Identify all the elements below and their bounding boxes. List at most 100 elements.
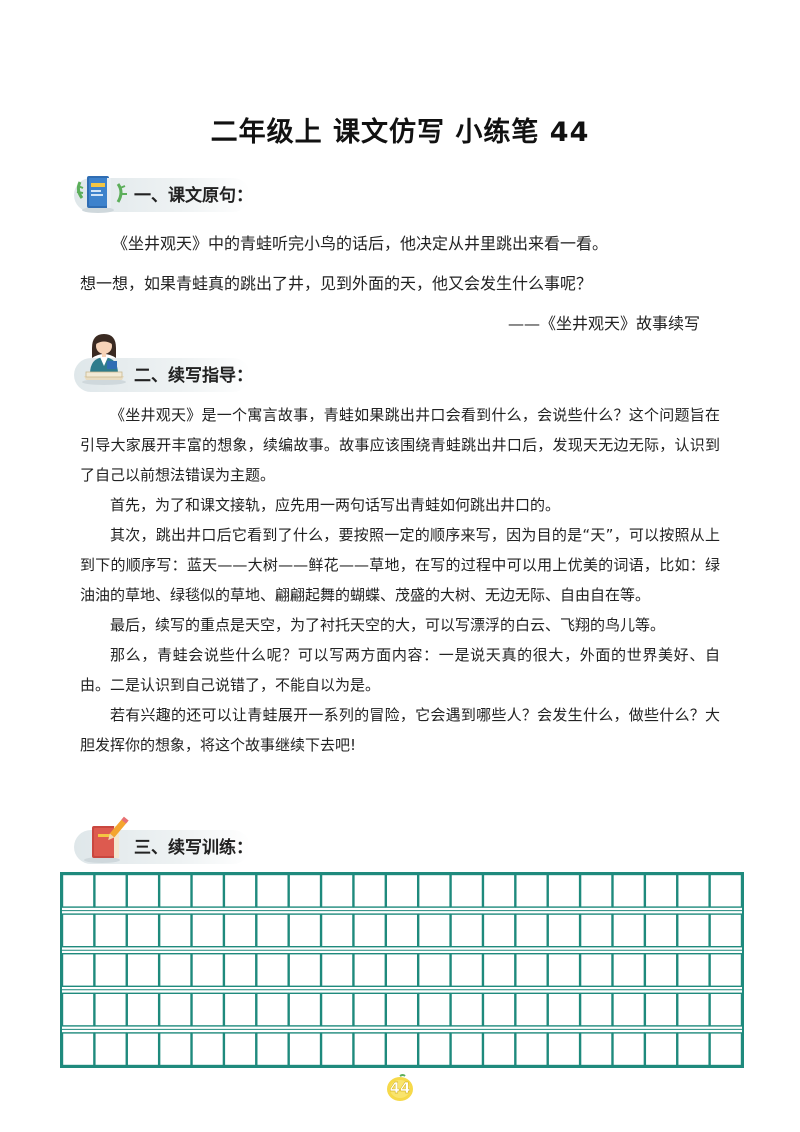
grid-cell[interactable] xyxy=(320,874,354,908)
grid-cell[interactable] xyxy=(223,1032,257,1066)
grid-cell[interactable] xyxy=(482,874,516,908)
grid-cell[interactable] xyxy=(677,992,710,1027)
grid-cell[interactable] xyxy=(579,1032,613,1066)
grid-cell[interactable] xyxy=(579,952,613,987)
grid-cell[interactable] xyxy=(191,992,225,1027)
grid-cell[interactable] xyxy=(644,874,678,908)
grid-cell[interactable] xyxy=(612,992,646,1027)
grid-cell[interactable] xyxy=(547,1032,581,1066)
grid-cell[interactable] xyxy=(158,952,192,987)
grid-cell[interactable] xyxy=(256,952,289,987)
grid-cell[interactable] xyxy=(612,913,646,948)
grid-cell[interactable] xyxy=(288,913,322,948)
grid-cell[interactable] xyxy=(547,913,581,948)
grid-cell[interactable] xyxy=(94,1032,127,1066)
grid-cell[interactable] xyxy=(62,913,95,948)
grid-cell[interactable] xyxy=(482,952,516,987)
grid-cell[interactable] xyxy=(612,874,646,908)
grid-cell[interactable] xyxy=(644,913,678,948)
grid-cell[interactable] xyxy=(450,874,484,908)
grid-cell[interactable] xyxy=(62,1032,95,1066)
grid-cell[interactable] xyxy=(62,992,95,1027)
grid-cell[interactable] xyxy=(677,874,710,908)
grid-cell[interactable] xyxy=(417,952,451,987)
grid-cell[interactable] xyxy=(547,992,581,1027)
grid-cell[interactable] xyxy=(385,952,419,987)
grid-cell[interactable] xyxy=(158,1032,192,1066)
grid-cell[interactable] xyxy=(644,952,678,987)
grid-cell[interactable] xyxy=(320,913,354,948)
grid-cell[interactable] xyxy=(515,992,548,1027)
grid-cell[interactable] xyxy=(94,992,127,1027)
grid-cell[interactable] xyxy=(353,1032,387,1066)
grid-cell[interactable] xyxy=(385,874,419,908)
grid-cell[interactable] xyxy=(579,874,613,908)
grid-cell[interactable] xyxy=(288,1032,322,1066)
grid-cell[interactable] xyxy=(417,874,451,908)
grid-cell[interactable] xyxy=(256,874,289,908)
grid-cell[interactable] xyxy=(191,874,225,908)
writing-grid[interactable] xyxy=(60,872,744,1068)
grid-cell[interactable] xyxy=(385,992,419,1027)
grid-cell[interactable] xyxy=(353,992,387,1027)
grid-cell[interactable] xyxy=(450,1032,484,1066)
grid-cell[interactable] xyxy=(223,874,257,908)
grid-cell[interactable] xyxy=(256,913,289,948)
grid-cell[interactable] xyxy=(256,992,289,1027)
grid-cell[interactable] xyxy=(223,992,257,1027)
grid-cell[interactable] xyxy=(417,1032,451,1066)
grid-cell[interactable] xyxy=(320,952,354,987)
grid-cell[interactable] xyxy=(612,1032,646,1066)
grid-cell[interactable] xyxy=(126,1032,160,1066)
grid-cell[interactable] xyxy=(62,952,95,987)
grid-cell[interactable] xyxy=(191,1032,225,1066)
grid-cell[interactable] xyxy=(450,952,484,987)
grid-cell[interactable] xyxy=(126,913,160,948)
grid-cell[interactable] xyxy=(353,913,387,948)
grid-cell[interactable] xyxy=(320,992,354,1027)
grid-cell[interactable] xyxy=(547,874,581,908)
grid-cell[interactable] xyxy=(515,913,548,948)
grid-cell[interactable] xyxy=(709,874,742,908)
grid-cell[interactable] xyxy=(62,874,95,908)
grid-cell[interactable] xyxy=(515,1032,548,1066)
grid-cell[interactable] xyxy=(417,992,451,1027)
grid-cell[interactable] xyxy=(547,952,581,987)
grid-cell[interactable] xyxy=(515,952,548,987)
writing-grid-canvas[interactable] xyxy=(62,874,742,1066)
grid-cell[interactable] xyxy=(482,992,516,1027)
grid-cell[interactable] xyxy=(579,913,613,948)
grid-cell[interactable] xyxy=(94,874,127,908)
grid-cell[interactable] xyxy=(515,874,548,908)
grid-cell[interactable] xyxy=(158,992,192,1027)
grid-cell[interactable] xyxy=(353,874,387,908)
grid-cell[interactable] xyxy=(450,992,484,1027)
grid-cell[interactable] xyxy=(579,992,613,1027)
grid-cell[interactable] xyxy=(709,1032,742,1066)
grid-cell[interactable] xyxy=(94,952,127,987)
grid-cell[interactable] xyxy=(126,952,160,987)
grid-cell[interactable] xyxy=(644,992,678,1027)
grid-cell[interactable] xyxy=(320,1032,354,1066)
grid-cell[interactable] xyxy=(709,952,742,987)
grid-cell[interactable] xyxy=(288,952,322,987)
grid-cell[interactable] xyxy=(644,1032,678,1066)
grid-cell[interactable] xyxy=(677,1032,710,1066)
grid-cell[interactable] xyxy=(191,952,225,987)
grid-cell[interactable] xyxy=(256,1032,289,1066)
grid-cell[interactable] xyxy=(709,992,742,1027)
grid-cell[interactable] xyxy=(677,913,710,948)
grid-cell[interactable] xyxy=(353,952,387,987)
grid-cell[interactable] xyxy=(94,913,127,948)
grid-cell[interactable] xyxy=(223,913,257,948)
grid-cell[interactable] xyxy=(158,913,192,948)
grid-cell[interactable] xyxy=(709,913,742,948)
grid-cell[interactable] xyxy=(482,1032,516,1066)
grid-cell[interactable] xyxy=(191,913,225,948)
grid-cell[interactable] xyxy=(288,874,322,908)
grid-cell[interactable] xyxy=(450,913,484,948)
grid-cell[interactable] xyxy=(385,1032,419,1066)
grid-cell[interactable] xyxy=(223,952,257,987)
grid-cell[interactable] xyxy=(126,874,160,908)
grid-cell[interactable] xyxy=(482,913,516,948)
